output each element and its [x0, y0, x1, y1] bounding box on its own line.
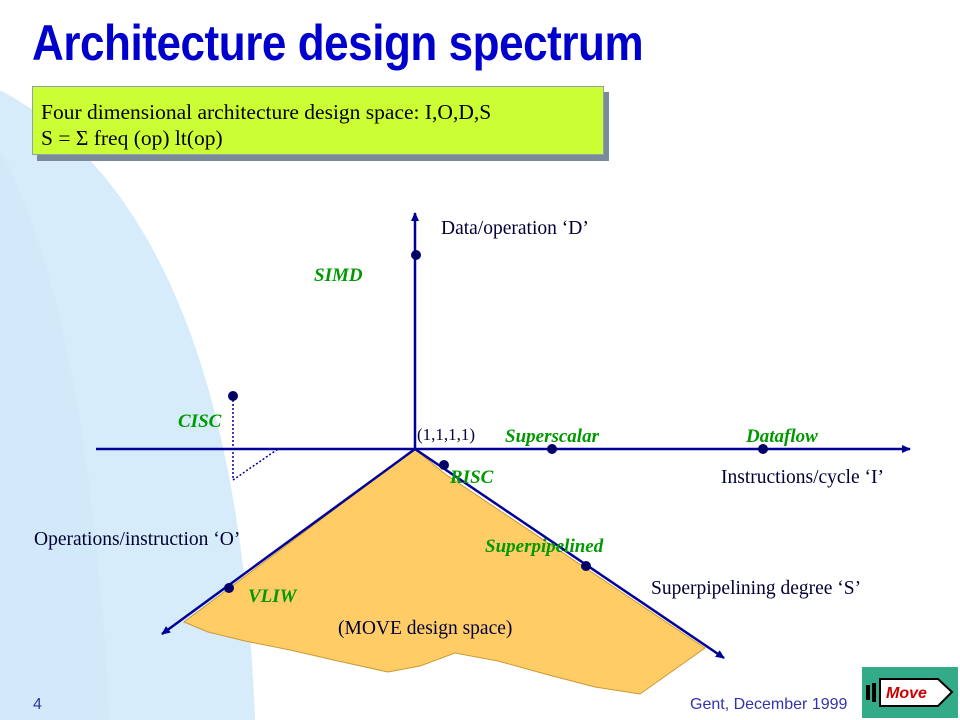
- move-logo-text: Move: [886, 685, 927, 702]
- risc-label: RISC: [450, 467, 494, 488]
- cisc-point: [228, 391, 238, 401]
- superscalar-point: [547, 444, 557, 454]
- page-number: 4: [33, 696, 42, 713]
- info-line-formula: S = Σ freq (op) lt(op): [41, 126, 223, 150]
- move-logo: Move: [862, 667, 958, 718]
- simd-label: SIMD: [314, 265, 363, 286]
- superpipelined-point: [581, 561, 591, 571]
- cisc-diagonal-line: [232, 448, 279, 481]
- dataflow-label: Dataflow: [746, 426, 818, 447]
- cisc-label: CISC: [178, 411, 222, 432]
- design-space-label: (MOVE design space): [338, 618, 513, 639]
- superpipelining-axis-label: Superpipelining degree ‘S’: [651, 578, 862, 599]
- origin-label: (1,1,1,1): [417, 425, 476, 444]
- info-line-dimensions: Four dimensional architecture design spa…: [41, 100, 492, 124]
- slide-title: Architecture design spectrum: [32, 15, 644, 71]
- vliw-point: [224, 583, 234, 593]
- superpipelining-axis: [414, 447, 725, 660]
- vliw-label: VLIW: [248, 586, 297, 607]
- data-axis-label: Data/operation ‘D’: [441, 218, 589, 239]
- risc-point: [439, 460, 449, 470]
- dataflow-point: [758, 444, 768, 454]
- instructions-axis-label: Instructions/cycle ‘I’: [721, 467, 884, 488]
- move-design-space-area: [182, 448, 706, 695]
- operations-axis: [161, 447, 416, 636]
- info-box: Four dimensional architecture design spa…: [32, 86, 604, 155]
- superscalar-label: Superscalar: [505, 426, 599, 447]
- footer-place-date: Gent, December 1999: [690, 696, 848, 713]
- operations-axis-label: Operations/instruction ‘O’: [34, 529, 241, 550]
- simd-point: [411, 250, 421, 260]
- superpipelined-label: Superpipelined: [485, 536, 604, 557]
